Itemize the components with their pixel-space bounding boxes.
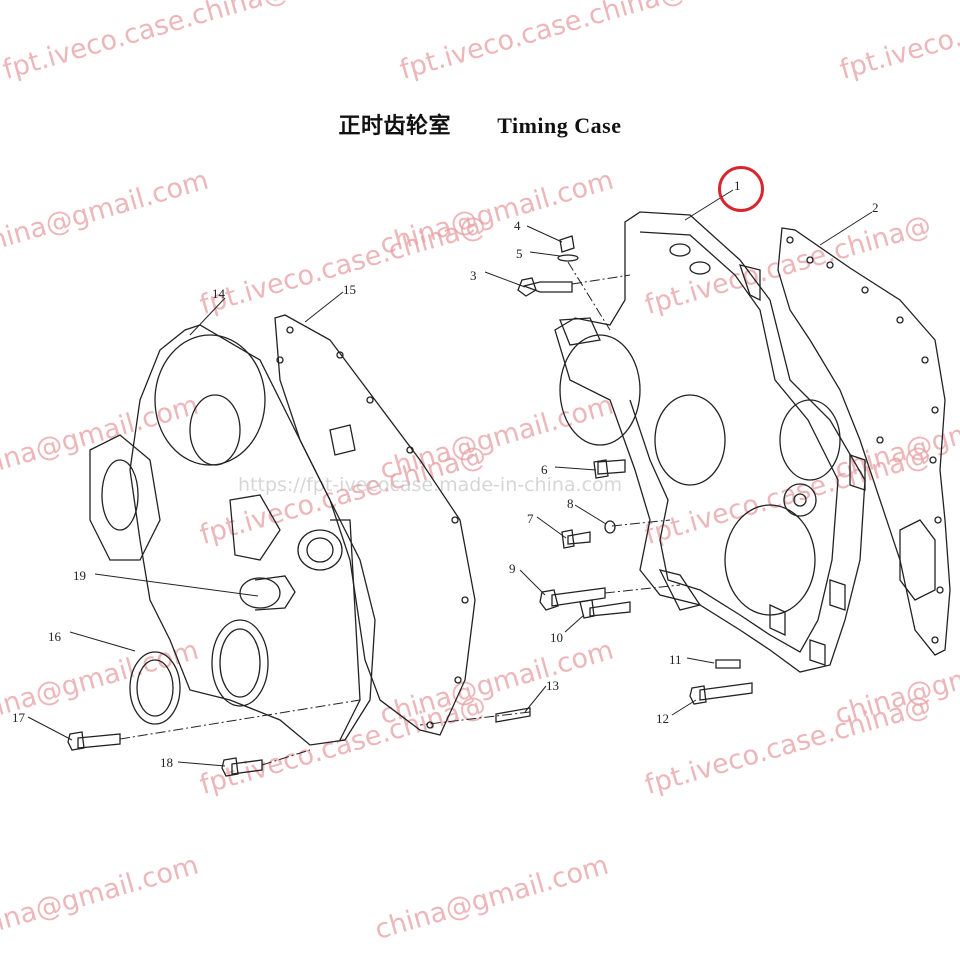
callout-8: 8 (567, 496, 574, 511)
callout-19: 19 (73, 568, 86, 583)
callout-16: 16 (48, 629, 61, 644)
callout-11: 11 (669, 652, 682, 667)
assembly-lines (119, 261, 681, 766)
leader-lines (27, 189, 873, 767)
callout-3: 3 (470, 268, 477, 283)
callout-6: 6 (541, 462, 548, 477)
callout-18: 18 (160, 755, 173, 770)
title-chinese: 正时齿轮室 (338, 114, 452, 139)
callout-17: 17 (12, 710, 25, 725)
callout-14: 14 (212, 286, 225, 301)
callout-10: 10 (550, 630, 563, 645)
callout-5: 5 (516, 246, 523, 261)
callout-7: 7 (527, 511, 534, 526)
bolts-right (495, 235, 753, 723)
callout-13: 13 (546, 678, 559, 693)
front-cover-part-14 (89, 324, 376, 746)
callout-12: 12 (656, 711, 669, 726)
title-english: Timing Case (497, 113, 622, 138)
timing-case-housing (554, 211, 866, 673)
diagram-title: 正时齿轮室 Timing Case (0, 108, 960, 140)
callout-15: 15 (343, 282, 356, 297)
callout-9: 9 (509, 561, 516, 576)
seals-and-plug (67, 575, 296, 777)
callout-1: 1 (734, 178, 741, 193)
callout-4: 4 (514, 218, 521, 233)
gasket-part-2 (777, 227, 951, 656)
callout-2: 2 (872, 200, 879, 215)
gasket-part-15 (274, 314, 476, 736)
highlight-circle (718, 166, 764, 212)
